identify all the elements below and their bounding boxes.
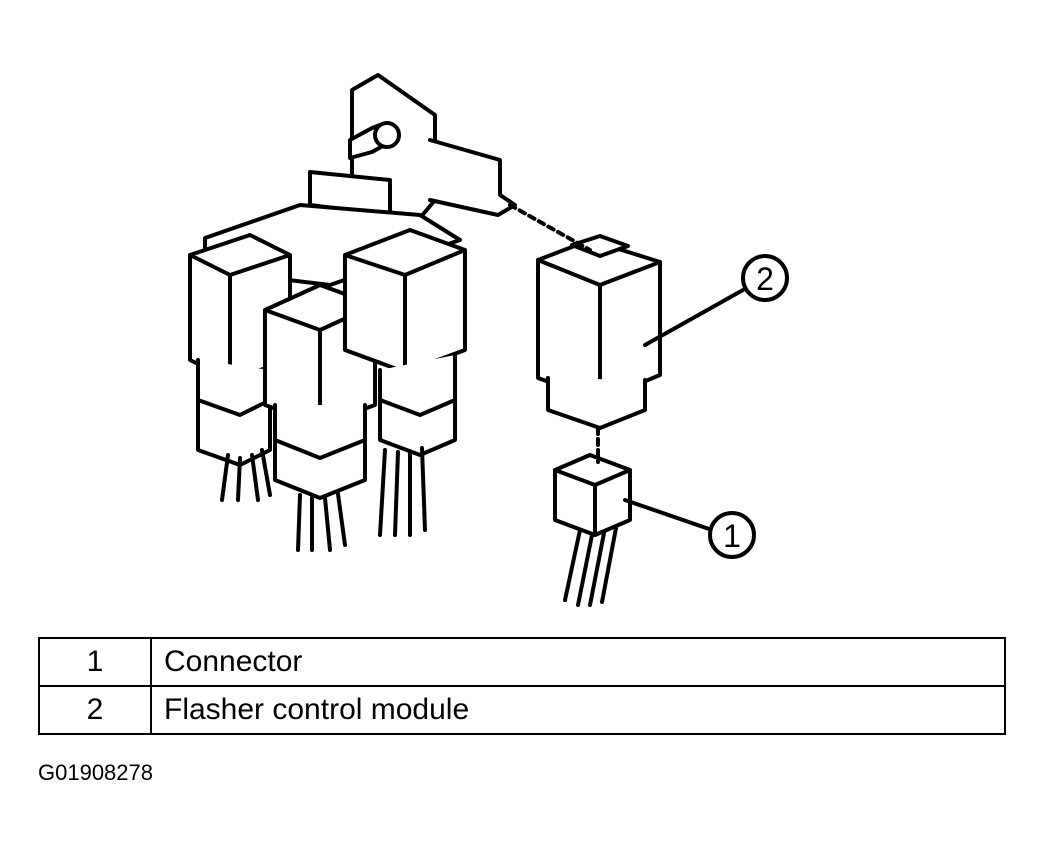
legend-number: 2 <box>38 685 152 735</box>
legend-row: 1 Connector <box>38 637 1006 687</box>
leader-line-1 <box>623 498 714 532</box>
callout-1-number: 1 <box>723 518 741 554</box>
alignment-line-bracket <box>508 203 592 252</box>
flasher-control-module <box>536 234 662 430</box>
legend-table: 1 Connector 2 Flasher control module <box>38 637 1006 735</box>
connector <box>553 453 632 607</box>
relay-block-illustration: 2 1 <box>188 73 789 607</box>
callout-2-number: 2 <box>756 261 774 297</box>
relay-right <box>343 228 467 537</box>
legend-number: 1 <box>38 637 152 687</box>
callout-2: 2 <box>741 254 789 302</box>
legend-row: 2 Flasher control module <box>38 685 1006 735</box>
figure-id: G01908278 <box>38 760 153 785</box>
legend-description: Connector <box>150 637 1006 687</box>
callout-1: 1 <box>708 511 756 559</box>
leader-line-2 <box>643 288 745 347</box>
legend-description: Flasher control module <box>150 685 1006 735</box>
